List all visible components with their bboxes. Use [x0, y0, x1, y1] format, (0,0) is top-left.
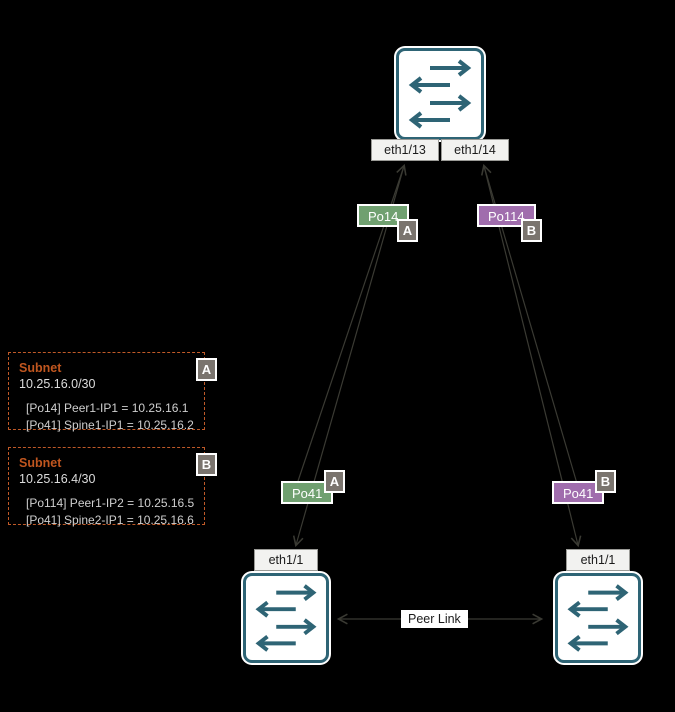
peer-link-label: Peer Link [401, 610, 468, 628]
subnet-a-rows: [Po14] Peer1-IP1 = 10.25.16.1 [Po41] Spi… [19, 400, 194, 434]
port-label-spine-eth1-14[interactable]: eth1/14 [441, 139, 509, 161]
subnet-a-row-1: [Po14] Peer1-IP1 = 10.25.16.1 [26, 401, 189, 415]
port-channel-badge-po41-right[interactable]: Po41 [552, 481, 605, 504]
subnet-tag-b-lower-right: B [595, 470, 616, 493]
subnet-box-a: Subnet 10.25.16.0/30 [Po14] Peer1-IP1 = … [8, 352, 217, 432]
subnet-a-title: Subnet [19, 361, 62, 375]
spine-switch[interactable] [396, 48, 484, 140]
subnet-b-cidr: 10.25.16.4/30 [19, 472, 96, 486]
port-label-leaf-right-eth1-1[interactable]: eth1/1 [566, 549, 630, 571]
port-label-leaf-left-eth1-1[interactable]: eth1/1 [254, 549, 318, 571]
switch-icon [255, 584, 317, 652]
port-channel-badge-po41-left[interactable]: Po41 [281, 481, 334, 504]
leaf-switch-right[interactable] [555, 573, 641, 663]
subnet-b-title: Subnet [19, 456, 62, 470]
subnet-tag-a: A [196, 358, 217, 381]
subnet-b-row-1: [Po114] Peer1-IP2 = 10.25.16.5 [26, 496, 195, 510]
switch-icon [567, 584, 629, 652]
subnet-a-cidr: 10.25.16.0/30 [19, 377, 96, 391]
port-channel-badge-po114[interactable]: Po114 [477, 204, 536, 227]
subnet-tag-b: B [196, 453, 217, 476]
subnet-a-row-2: [Po41] Spine1-IP1 = 10.25.16.2 [26, 418, 194, 432]
subnet-b-row-2: [Po41] Spine2-IP1 = 10.25.16.6 [26, 513, 194, 527]
subnet-tag-b-upper-right: B [521, 219, 542, 242]
leaf-switch-left[interactable] [243, 573, 329, 663]
switch-icon [408, 59, 472, 129]
subnet-tag-a-lower-left: A [324, 470, 345, 493]
subnet-box-b: Subnet 10.25.16.4/30 [Po114] Peer1-IP2 =… [8, 447, 217, 527]
port-label-spine-eth1-13[interactable]: eth1/13 [371, 139, 439, 161]
subnet-tag-a-upper-left: A [397, 219, 418, 242]
subnet-b-rows: [Po114] Peer1-IP2 = 10.25.16.5 [Po41] Sp… [19, 495, 194, 529]
port-channel-badge-po14[interactable]: Po14 [357, 204, 410, 227]
